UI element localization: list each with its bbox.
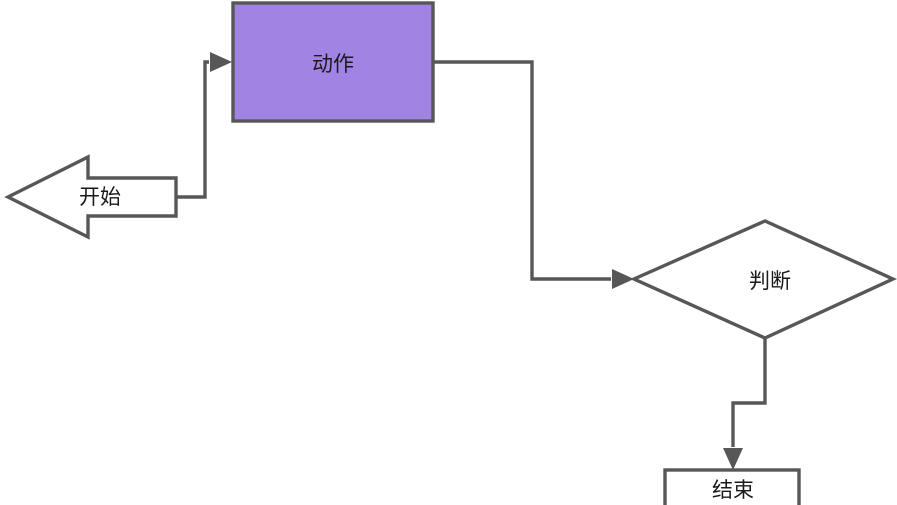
edge-start-to-action-line (176, 60, 209, 199)
end-box-shape[interactable] (663, 468, 801, 505)
edge-action-to-decision-arrowhead (612, 269, 634, 289)
action-box-shape[interactable] (231, 1, 435, 123)
edge-decision-to-end-line (731, 338, 767, 447)
node-start[interactable]: 开始 (4, 154, 178, 240)
edge-decision-to-end (723, 338, 767, 470)
start-arrow-shape[interactable] (4, 154, 178, 240)
decision-diamond-shape[interactable] (629, 219, 897, 340)
edge-start-to-action-arrowhead (210, 52, 232, 72)
node-decision[interactable]: 判断 (629, 219, 897, 340)
node-end[interactable]: 结束 (663, 468, 801, 505)
edge-action-to-decision (433, 60, 634, 289)
edge-start-to-action (176, 52, 232, 199)
node-start-label: 开始 (79, 185, 121, 209)
node-end-label: 结束 (712, 478, 754, 502)
node-action-label: 动作 (312, 52, 354, 76)
node-decision-label: 判断 (749, 269, 791, 293)
node-action[interactable]: 动作 (231, 1, 435, 123)
edge-decision-to-end-arrowhead (723, 448, 743, 470)
edge-action-to-decision-line (433, 60, 611, 281)
